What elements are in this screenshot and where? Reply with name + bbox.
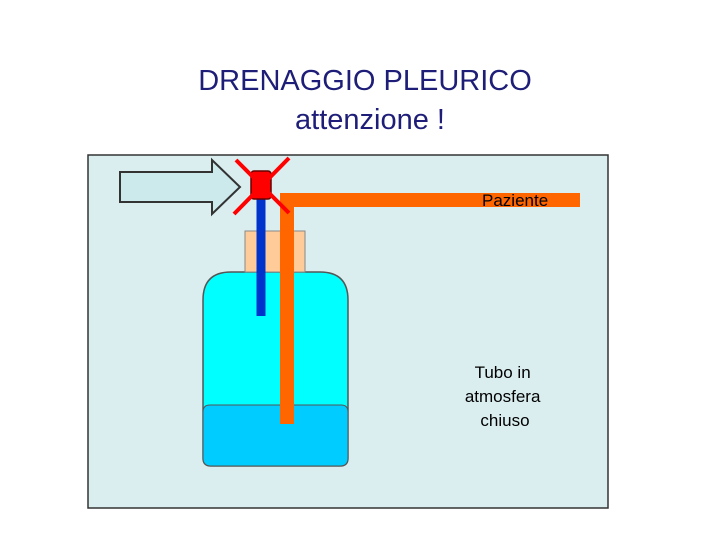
- bottle-cork: [244, 230, 306, 273]
- right-arrow-icon: [119, 157, 242, 217]
- title-line-warning: attenzione !: [295, 104, 445, 136]
- tube-status-line-3: chiuso: [480, 411, 529, 430]
- tube-status-line-1: Tubo in: [475, 363, 531, 382]
- patient-tube: [280, 193, 580, 424]
- cross-icon: [232, 156, 291, 216]
- patient-label: Paziente: [482, 191, 548, 210]
- title-line-main: DRENAGGIO PLEURICO: [198, 65, 532, 97]
- tube-status-line-2: atmosfera: [465, 387, 541, 406]
- bottle-liquid: [202, 404, 349, 467]
- tube-status-label: Tubo in atmosfera chiuso: [465, 363, 545, 430]
